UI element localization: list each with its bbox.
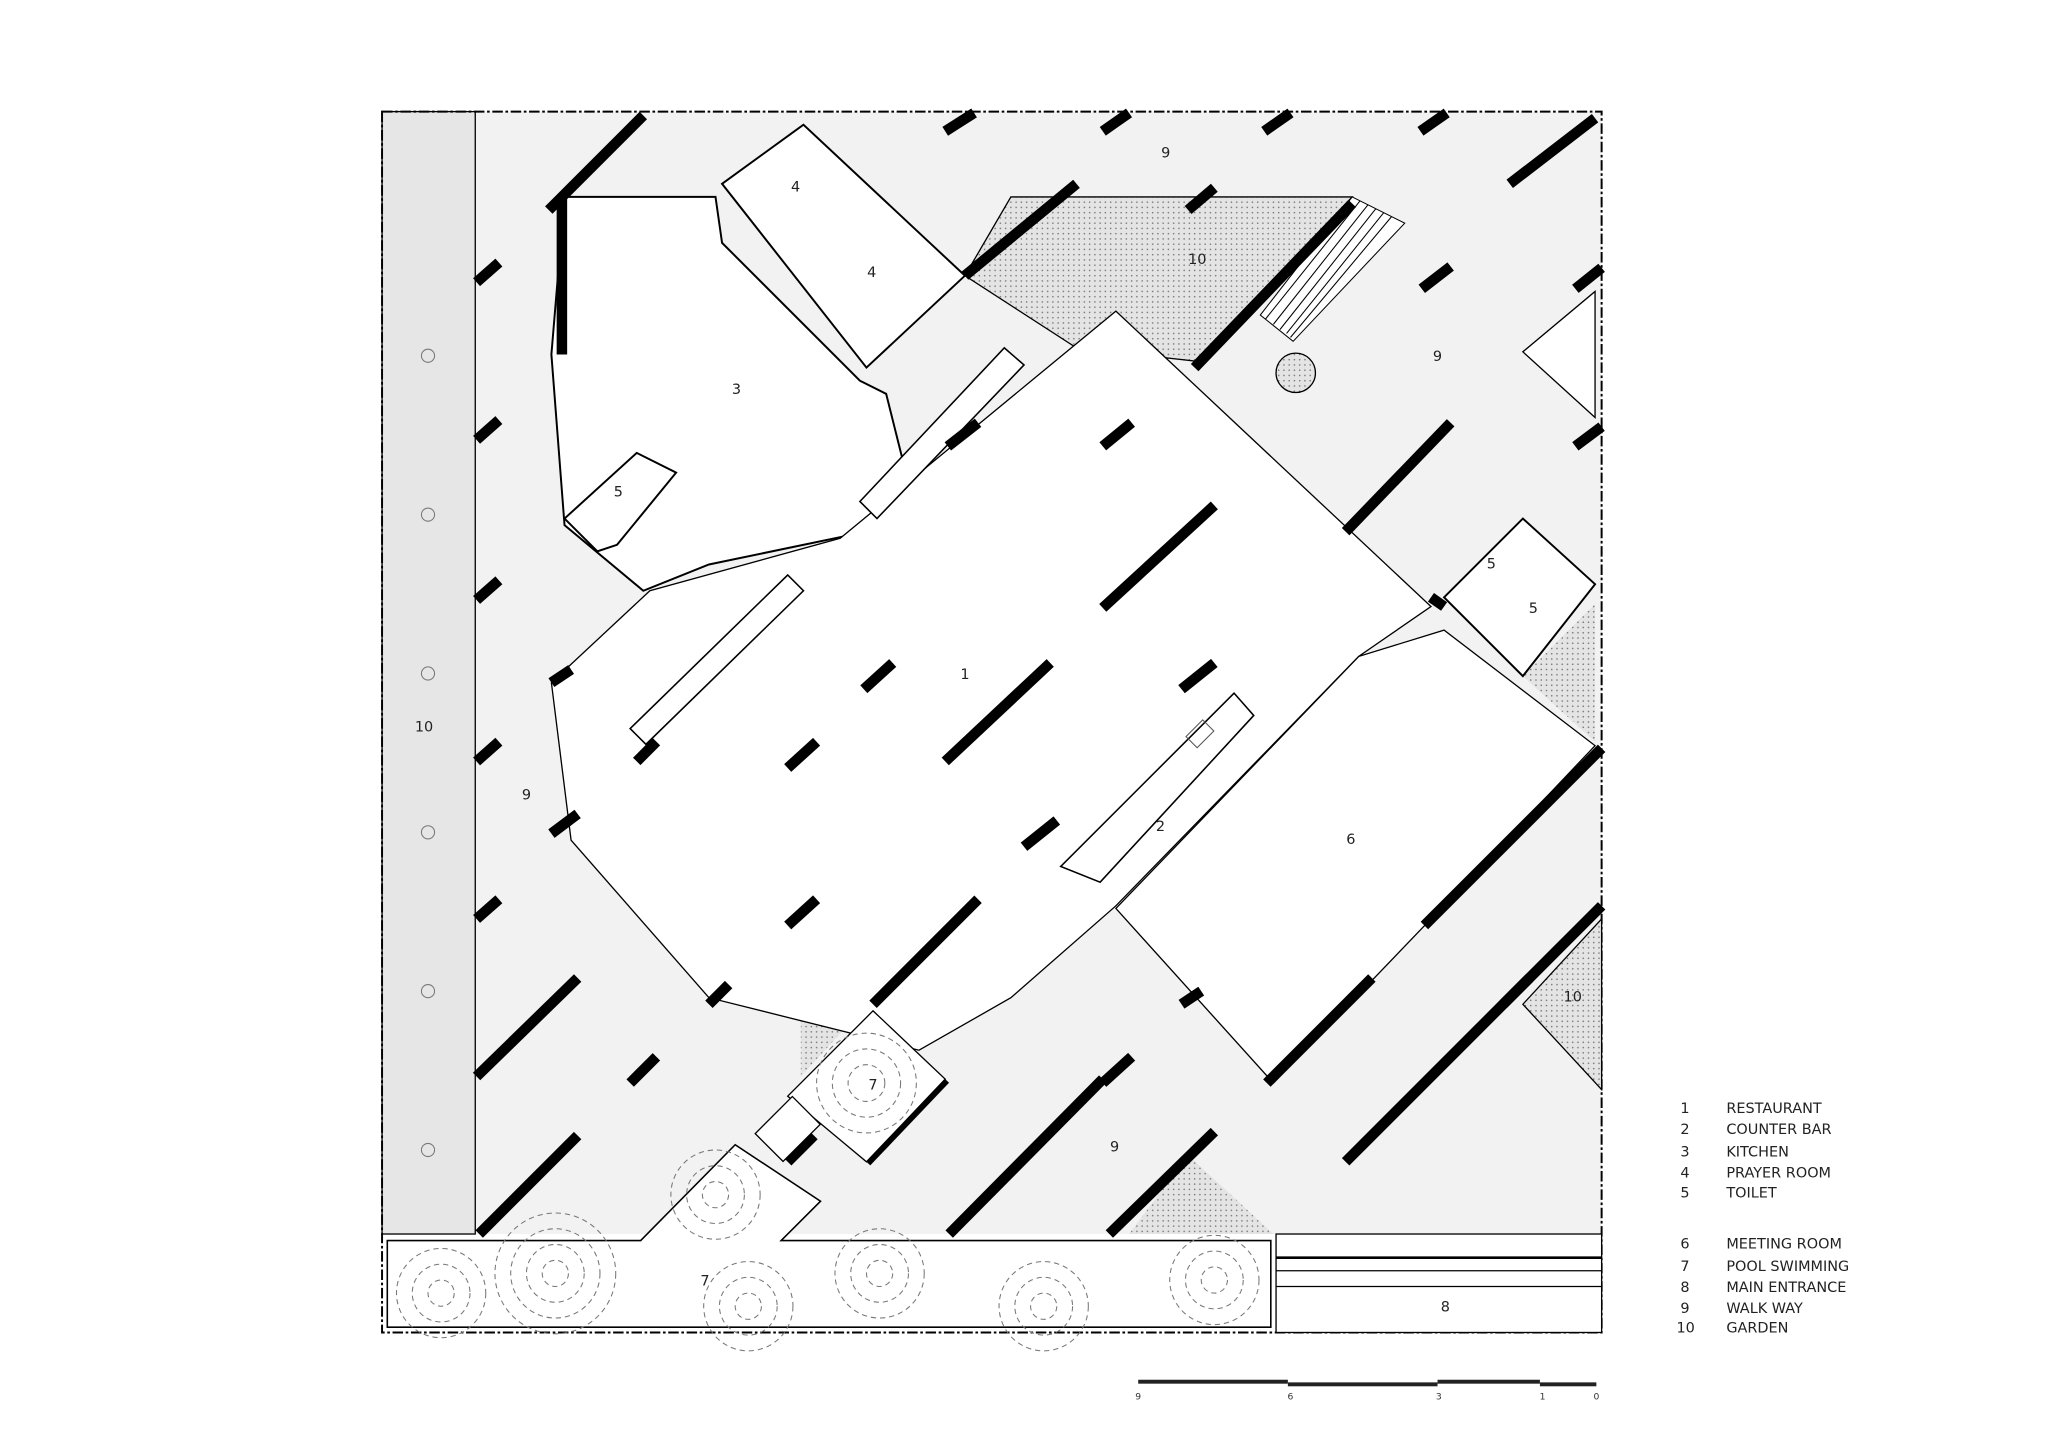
scale-tick: 6 <box>1288 1391 1294 1402</box>
pool-small <box>786 1009 947 1163</box>
restaurant-area <box>550 310 1433 1051</box>
counter-bar <box>1059 691 1255 884</box>
label-walkway: 9 <box>1161 146 1170 162</box>
legend-label: PRAYER ROOM <box>1726 1166 1831 1182</box>
label-meeting-room: 6 <box>1346 832 1355 848</box>
column-markers <box>420 348 436 1158</box>
label-restaurant: 1 <box>960 667 969 683</box>
label-garden: 10 <box>1564 990 1582 1006</box>
scale-tick: 0 <box>1593 1391 1599 1402</box>
pool-main <box>386 1143 1272 1329</box>
legend-num: 6 <box>1680 1236 1689 1252</box>
pool-small-ripples <box>816 1032 917 1134</box>
service-counter <box>858 346 1026 520</box>
label-walkway: 9 <box>1433 349 1442 365</box>
scale-tick: 1 <box>1540 1391 1546 1402</box>
prayer-rooms <box>720 123 967 370</box>
legend: 1 RESTAURANT 2 COUNTER BAR 3 KITCHEN 4 P… <box>1676 1101 1849 1336</box>
label-main-entrance: 8 <box>1441 1300 1450 1316</box>
legend-label: TOILET <box>1725 1185 1777 1201</box>
label-pool: 7 <box>868 1078 877 1094</box>
stairs <box>1259 196 1406 343</box>
label-walkway: 9 <box>1110 1139 1119 1155</box>
legend-label: GARDEN <box>1726 1320 1788 1336</box>
site-boundary <box>381 110 1603 1334</box>
legend-num: 8 <box>1680 1280 1689 1296</box>
toilet-right <box>1442 517 1597 678</box>
garden-right-mid <box>1522 603 1596 742</box>
scale-tick: 9 <box>1135 1391 1141 1402</box>
scale-bar: 9 6 3 1 0 <box>1135 1379 1599 1402</box>
legend-num: 1 <box>1680 1101 1689 1117</box>
tree-planter <box>1275 352 1317 394</box>
legend-label: COUNTER BAR <box>1726 1122 1831 1138</box>
label-toilet: 5 <box>614 484 623 500</box>
legend-label: POOL SWIMMING <box>1726 1259 1849 1275</box>
legend-num: 2 <box>1680 1122 1689 1138</box>
label-prayer-room: 4 <box>791 180 800 196</box>
label-pool: 7 <box>700 1273 709 1289</box>
label-garden: 10 <box>415 719 433 735</box>
pool-steps <box>754 1095 822 1163</box>
legend-label: WALK WAY <box>1726 1301 1803 1317</box>
legend-num: 3 <box>1680 1145 1689 1161</box>
legend-label: RESTAURANT <box>1726 1101 1822 1117</box>
legend-label: MEETING ROOM <box>1726 1236 1842 1252</box>
sink <box>1185 719 1215 749</box>
label-toilet: 5 <box>1487 556 1496 572</box>
label-garden: 10 <box>1188 252 1206 268</box>
garden-right-bottom <box>1521 917 1603 1092</box>
label-walkway: 9 <box>522 788 531 804</box>
service-counter-left <box>629 573 805 746</box>
main-entrance <box>1275 1233 1603 1334</box>
garden-strip-left <box>381 110 476 1235</box>
scale-tick: 3 <box>1436 1391 1442 1402</box>
legend-label: MAIN ENTRANCE <box>1726 1280 1846 1296</box>
legend-num: 10 <box>1676 1320 1694 1336</box>
toilet-left <box>563 451 678 553</box>
label-counter-bar: 2 <box>1156 819 1165 835</box>
label-toilet: 5 <box>1529 601 1538 617</box>
legend-num: 4 <box>1680 1166 1689 1182</box>
legend-num: 5 <box>1680 1185 1689 1201</box>
garden-planter-right <box>1521 290 1596 419</box>
walls <box>472 108 1606 1238</box>
label-kitchen: 3 <box>732 382 741 398</box>
garden-bottom <box>1129 1155 1274 1235</box>
legend-label: KITCHEN <box>1726 1145 1789 1161</box>
legend-num: 9 <box>1680 1301 1689 1317</box>
label-prayer-room: 4 <box>867 265 876 281</box>
pool-main-ripples <box>395 1149 1260 1352</box>
legend-num: 7 <box>1680 1259 1689 1275</box>
